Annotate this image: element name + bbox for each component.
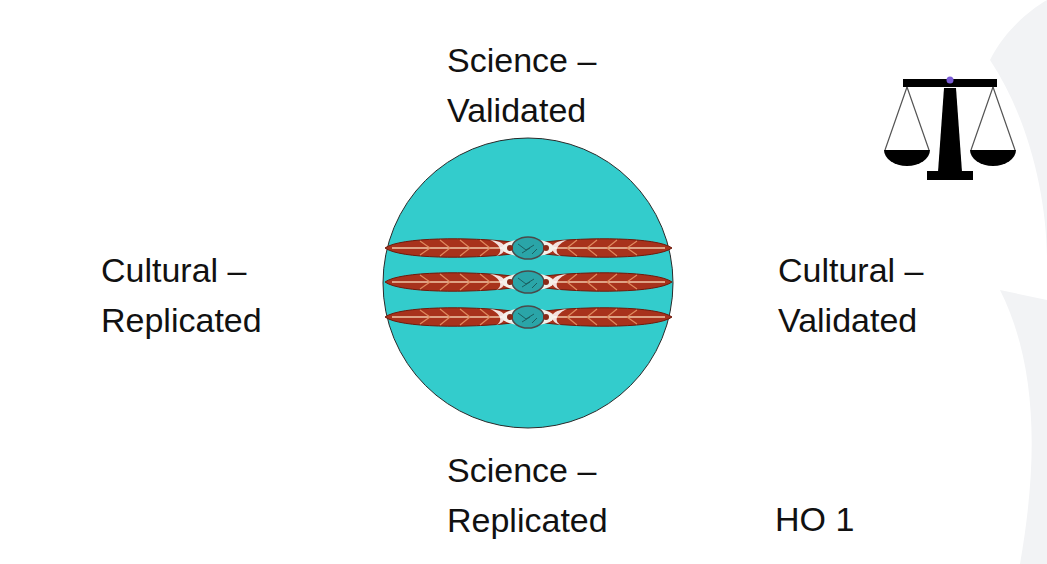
axis-label: Science – Replicated [447, 446, 637, 545]
handout-number: HO 1 [775, 495, 895, 545]
teal-circle [383, 138, 673, 428]
scale-icon [884, 77, 1016, 181]
axis-label: Science – Validated [447, 36, 627, 135]
axis-label: Cultural – Replicated [101, 246, 291, 345]
axis-label: Cultural – Validated [778, 246, 968, 345]
